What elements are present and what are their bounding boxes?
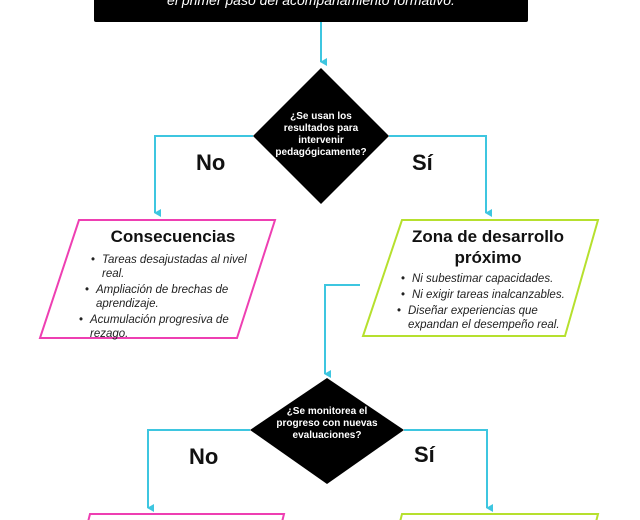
decision2-diamond <box>250 378 404 484</box>
connector-decision2-yes <box>404 429 493 512</box>
decision1-yes-label: Sí <box>412 150 433 175</box>
zone-title-line2: próximo <box>454 248 522 267</box>
consequences-content: Consecuencias Tareas desajustadas al niv… <box>79 226 258 343</box>
connector-decision1-yes <box>389 135 492 217</box>
consequences-item: Ampliación de brechas de aprendizaje. <box>85 283 258 311</box>
decision1-diamond <box>253 68 389 204</box>
top-step-text: el primer paso del acompañamiento format… <box>167 0 455 8</box>
decision2-question: ¿Se monitorea el progreso con nuevas eva… <box>272 406 382 442</box>
zone-content: Zona de desarrollo próximo Ni subestimar… <box>396 226 580 334</box>
decision1-line: intervenir <box>298 135 344 146</box>
zone-item: Ni subestimar capacidades. <box>401 272 580 286</box>
consequences-item: Acumulación progresiva de rezago. <box>79 313 258 341</box>
connector-decision2-no <box>147 429 250 512</box>
decision1-no-label: No <box>196 150 226 175</box>
decision2-no-label: No <box>189 444 219 469</box>
decision2-yes-label: Sí <box>414 442 435 467</box>
connector-decision1-no <box>154 135 253 217</box>
decision2-line: ¿Se monitorea el <box>286 406 368 417</box>
decision1-line: resultados para <box>283 123 359 134</box>
zone-item: Diseñar experiencias que expandan el des… <box>397 304 580 332</box>
zone-item: Ni exigir tareas inalcanzables. <box>401 288 580 302</box>
bottom-right-card <box>399 513 600 520</box>
top-step-box: el primer paso del acompañamiento format… <box>94 0 528 22</box>
decision2-line: progreso con nuevas <box>276 418 378 429</box>
zone-title-line1: Zona de desarrollo <box>411 227 565 246</box>
bottom-left-card <box>87 513 286 520</box>
consequences-title: Consecuencias <box>110 227 236 246</box>
decision1-line: pedagógicamente? <box>275 147 367 158</box>
decision1-question: ¿Se usan los resultados para intervenir … <box>268 111 374 159</box>
consequences-item: Tareas desajustadas al nivel real. <box>91 253 258 281</box>
decision2-line: evaluaciones? <box>292 430 362 441</box>
decision1-line: ¿Se usan los <box>290 111 352 122</box>
connector-zone-to-decision2 <box>324 284 360 378</box>
